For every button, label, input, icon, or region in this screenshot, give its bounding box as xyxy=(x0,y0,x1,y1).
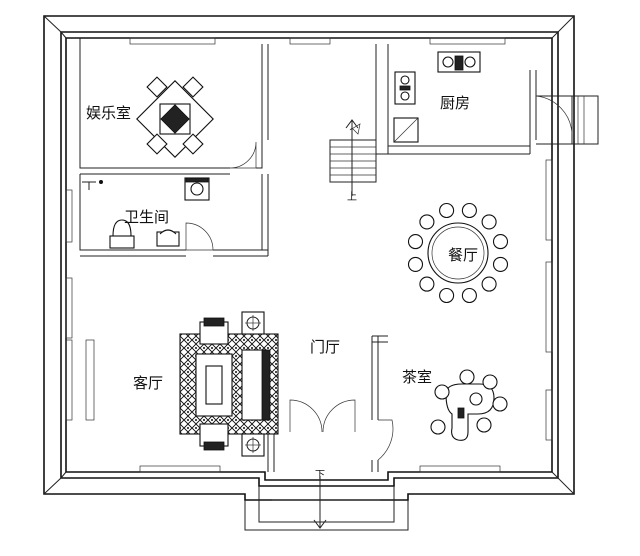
bathroom-fixtures xyxy=(82,177,210,249)
interior-walls xyxy=(79,38,599,472)
windows xyxy=(65,37,553,473)
sofa-set xyxy=(179,311,279,457)
dining-chair xyxy=(419,214,435,230)
doors xyxy=(185,141,394,461)
stair-up-marker: 上 xyxy=(347,191,357,203)
dining-chair xyxy=(461,287,477,304)
exterior-walls xyxy=(43,15,575,501)
entry-porch xyxy=(244,476,409,531)
room-label-kitchen: 厨房 xyxy=(440,94,470,112)
dining-chair xyxy=(419,276,435,292)
dining-chair xyxy=(481,214,497,230)
dining-chair xyxy=(492,234,509,250)
mahjong-table xyxy=(136,76,214,158)
entry-down-marker: 下 xyxy=(315,470,325,481)
dining-chair xyxy=(407,234,424,250)
staircase xyxy=(329,119,377,196)
room-label-entertainment: 娱乐室 xyxy=(86,104,131,122)
room-label-foyer: 门厅 xyxy=(310,338,340,356)
kitchen-fixtures xyxy=(393,51,481,143)
dining-chair xyxy=(407,256,424,272)
dining-chair xyxy=(492,256,509,272)
tea-set xyxy=(430,369,508,441)
dining-chair xyxy=(439,287,455,304)
dining-chair xyxy=(439,202,455,219)
dining-chair xyxy=(481,276,497,292)
dining-table xyxy=(407,202,509,304)
room-label-dining: 餐厅 xyxy=(448,246,478,264)
room-label-bathroom: 卫生间 xyxy=(124,208,169,226)
room-label-living: 客厅 xyxy=(133,374,163,392)
dining-chair xyxy=(461,202,477,219)
room-label-tea: 茶室 xyxy=(402,368,432,386)
